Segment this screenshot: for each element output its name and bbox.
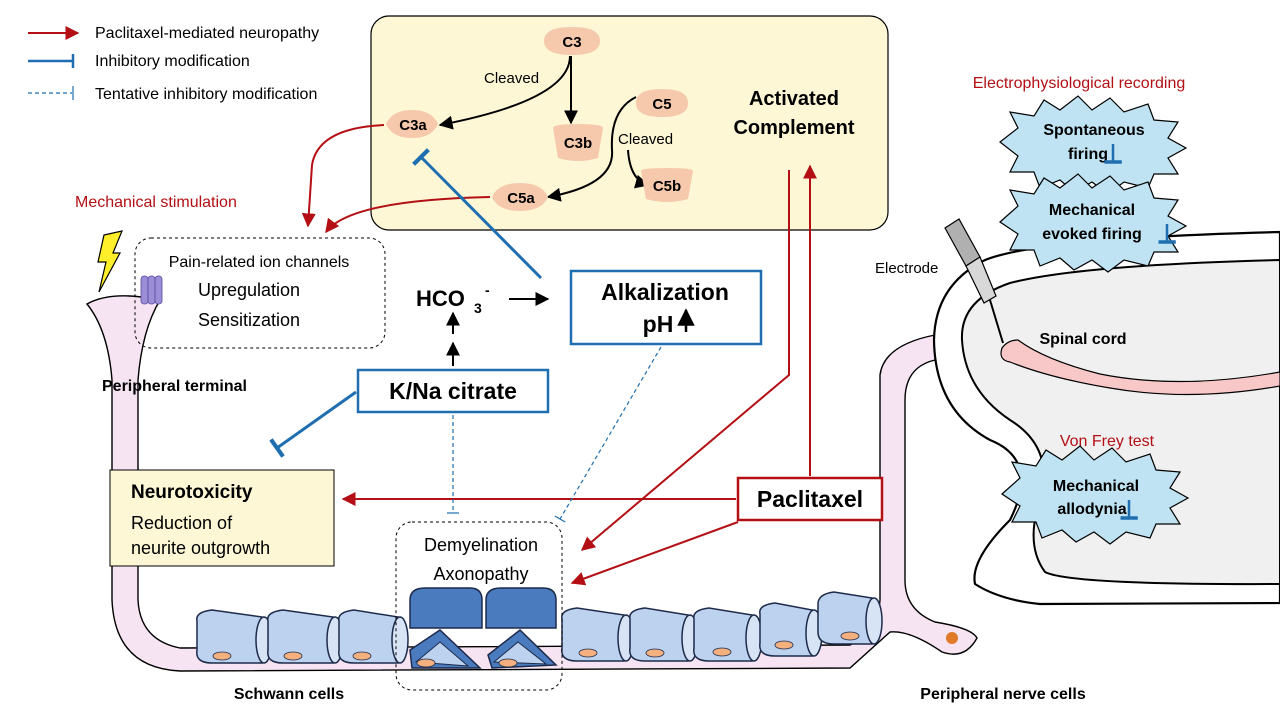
schwann-cell <box>817 591 883 645</box>
spontaneous-firing-line1: Spontaneous <box>1043 122 1144 139</box>
schwann-cell <box>693 607 763 662</box>
c3-to-c3a-arrow <box>438 55 571 130</box>
von-frey-label: Von Frey test <box>1060 433 1155 450</box>
red-arrows <box>301 124 817 586</box>
axonopathy-label: Axonopathy <box>433 564 528 584</box>
ion-channels-sensitization: Sensitization <box>198 310 300 330</box>
alkalization-inhibits-c3a <box>412 148 543 280</box>
inhibitory-lines <box>269 148 662 523</box>
demyelination-label: Demyelination <box>424 535 538 555</box>
spinal-cord-label: Spinal cord <box>1039 331 1126 348</box>
hco3-base: HCO <box>416 286 465 311</box>
schwann-cell <box>629 607 699 662</box>
mechanical-stimulation-label: Mechanical stimulation <box>75 194 237 211</box>
c3b-label: C3b <box>564 135 592 152</box>
legend-red-text: Paclitaxel-mediated neuropathy <box>95 25 319 42</box>
electrode-icon <box>944 218 1004 344</box>
schwann-cell <box>759 602 823 657</box>
alkalization-box <box>569 269 763 346</box>
legend: Paclitaxel-mediated neuropathy Inhibitor… <box>28 25 319 103</box>
electrode-label: Electrode <box>875 260 938 277</box>
ion-channels-box <box>134 237 386 349</box>
electrophysiological-recording-label: Electrophysiological recording <box>973 75 1186 92</box>
spontaneous-firing-line2: firing <box>1068 146 1108 163</box>
c5-node <box>636 89 688 117</box>
c5b-label: C5b <box>653 178 681 195</box>
citrate-inhibits-neurotoxicity <box>269 390 357 458</box>
c5-to-c5a-arrow <box>546 96 637 202</box>
complement-to-demyelination-arrow <box>580 170 790 551</box>
spontaneous-firing-burst <box>999 95 1188 195</box>
c5a-to-ion-channels-arrow <box>325 196 491 234</box>
demyelinated-schwann-cells <box>409 587 558 669</box>
mechanical-allodynia-burst <box>1001 445 1190 545</box>
schwann-cell <box>561 607 635 662</box>
ion-channel-icon <box>140 275 163 305</box>
c5a-node <box>492 183 548 211</box>
hco3-sub: 3 <box>474 300 482 316</box>
schwann-cell <box>196 609 273 664</box>
complement-cascade: C3 Cleaved C3a C3b C5 Cleaved C5a C5b Ac… <box>386 27 855 211</box>
cleaved-2-label: Cleaved <box>618 131 673 148</box>
c3a-to-ion-channels-arrow <box>301 124 385 228</box>
neurotoxicity-line1: Reduction of <box>131 513 233 533</box>
mechanical-evoked-line2: evoked firing <box>1042 226 1142 243</box>
complement-box <box>370 15 889 231</box>
c5a-label: C5a <box>507 190 535 207</box>
lightning-icon <box>97 230 123 293</box>
c5b-node <box>641 168 693 202</box>
legend-blue-text: Inhibitory modification <box>95 53 250 70</box>
schwann-cell <box>267 609 344 664</box>
hco3-sup: - <box>485 282 490 298</box>
ion-channels-upregulation: Upregulation <box>198 280 300 300</box>
ph-label: pH <box>643 311 674 337</box>
mechanical-evoked-line1: Mechanical <box>1049 202 1135 219</box>
hco3-label: HCO 3 - <box>416 282 490 316</box>
c3b-node <box>553 124 603 161</box>
mechanical-allodynia-line2: allodynia <box>1057 501 1126 518</box>
c3a-label: C3a <box>399 117 427 134</box>
citrate-box <box>356 368 550 414</box>
cleaved-1-label: Cleaved <box>484 70 539 87</box>
c5-label: C5 <box>652 96 671 113</box>
mechanical-evoked-firing-burst <box>999 173 1188 273</box>
activated-complement-line1: Activated <box>749 88 839 110</box>
legend-dashed-text: Tentative inhibitory modification <box>95 86 317 103</box>
activated-complement-line2: Complement <box>733 117 854 139</box>
schwann-cells <box>196 587 883 669</box>
schwann-cell <box>338 609 409 664</box>
paclitaxel-label: Paclitaxel <box>757 486 863 512</box>
neurotoxicity-title: Neurotoxicity <box>131 482 253 503</box>
peripheral-nerve-cells-label: Peripheral nerve cells <box>920 686 1086 703</box>
c3a-node <box>386 110 438 138</box>
demyelination-box <box>395 521 563 691</box>
ion-channels-title: Pain-related ion channels <box>169 254 350 271</box>
c3-node <box>544 27 600 55</box>
schwann-cells-label: Schwann cells <box>234 686 344 703</box>
peripheral-terminal-label: Peripheral terminal <box>102 378 247 395</box>
mechanical-allodynia-line1: Mechanical <box>1053 478 1139 495</box>
c3-label: C3 <box>562 34 581 51</box>
paclitaxel-box <box>736 476 884 522</box>
spinal-root <box>1000 339 1280 396</box>
alkalization-tentative-inhibition <box>554 346 662 523</box>
alkalization-label: Alkalization <box>601 279 729 305</box>
paclitaxel-to-axonopathy-arrow <box>570 521 739 586</box>
neuron-nucleus <box>946 632 958 644</box>
neurotoxicity-box <box>109 469 335 567</box>
citrate-label: K/Na citrate <box>389 378 517 404</box>
neurotoxicity-line2: neurite outgrowth <box>131 538 270 558</box>
